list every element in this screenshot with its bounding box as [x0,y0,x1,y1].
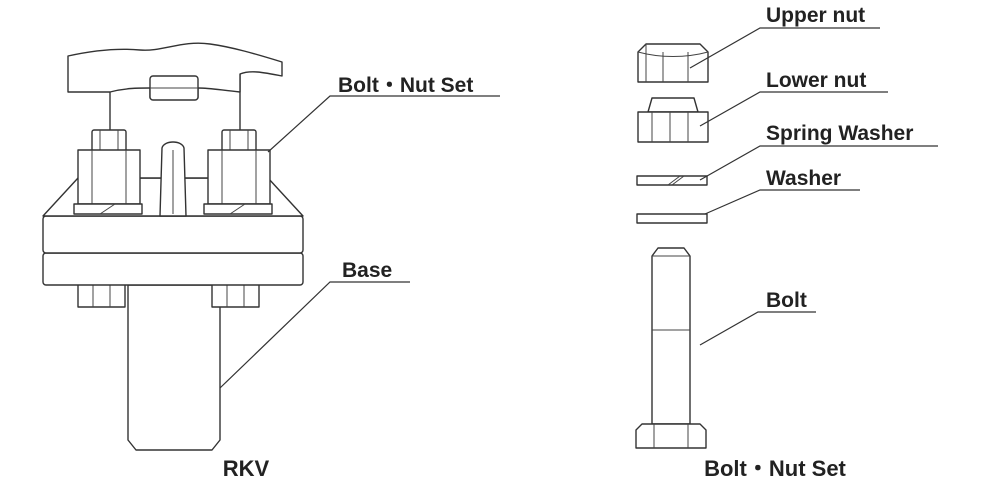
leader-base [219,281,410,389]
caption-rkv: RKV [223,456,270,481]
caption-bolt-nut-set: Bolt・Nut Set [704,456,846,481]
bolt-shaft [651,247,691,425]
leader-upper-nut [689,27,880,69]
base-plate-upper [42,215,304,254]
leader-bolt [699,311,816,346]
label-base: Base [342,259,392,282]
label-bolt-nut-set: Bolt・Nut Set [338,74,473,97]
leader-washer [704,189,860,215]
rkv-stem [127,284,221,451]
upper-nut [637,43,709,83]
lower-nut [647,97,699,113]
label-spring-washer: Spring Washer [766,122,913,145]
label-bolt: Bolt [766,289,807,312]
leader-spring-washer [699,145,938,181]
bolt-nut-set-exploded: Upper nut Lower nut Spring Washer Washer… [635,4,938,481]
washer [636,213,708,224]
lower-right-nut [211,282,260,308]
left-nut [77,149,141,205]
base-plate-lower [42,252,304,286]
label-lower-nut: Lower nut [766,69,866,92]
lower-left-nut [77,282,126,308]
leader-lower-nut [699,91,888,127]
leader-bolt-nut-set [267,95,500,153]
bolt-head [635,423,707,449]
label-washer: Washer [766,167,841,190]
spring-washer [636,175,708,186]
rkv-assembly: Bolt・Nut Set Base RKV [42,42,500,481]
right-nut [207,149,271,205]
label-upper-nut: Upper nut [766,4,865,27]
